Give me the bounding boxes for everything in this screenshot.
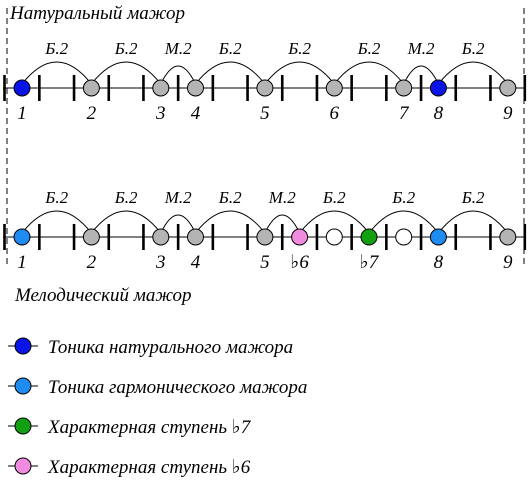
natural-degree-label: 5 — [260, 103, 270, 124]
natural-interval-arc — [403, 65, 439, 85]
natural-note-degree — [152, 79, 170, 97]
natural-interval-arc — [21, 61, 92, 85]
natural-interval-arc — [160, 65, 196, 85]
melodic-note-degree — [82, 228, 100, 246]
legend-swatch-degree-flat6 — [14, 457, 32, 475]
natural-note-tonic-natural — [429, 79, 447, 97]
natural-note-tonic-natural — [13, 79, 31, 97]
melodic-interval-arc — [160, 214, 196, 234]
melodic-interval-label: М.2 — [164, 188, 192, 207]
melodic-interval-arc — [438, 210, 509, 234]
natural-interval-arc — [438, 61, 509, 85]
legend-swatch-tonic-natural — [14, 337, 32, 355]
legend-label: Характерная ступень ♭7 — [47, 417, 252, 438]
natural-major-scale: Б.2 Б.2 М.2 Б.2 Б.2 Б.2 М.2 Б.2 1 2 3 4 5 6 7 8 9 — [3, 39, 527, 124]
natural-note-degree — [187, 79, 204, 97]
natural-note-degree — [395, 79, 413, 97]
melodic-note-empty — [325, 228, 343, 246]
natural-degree-label: 3 — [155, 103, 166, 124]
melodic-note-empty — [395, 228, 413, 246]
melodic-degree-label: 1 — [17, 252, 27, 273]
melodic-note-degree-flat7 — [360, 228, 378, 246]
melodic-degree-label: ♭7 — [360, 252, 380, 273]
melodic-interval-label: Б.2 — [114, 188, 138, 207]
melodic-major-title: Мелодический мажор — [14, 285, 192, 306]
melodic-note-tonic-harmonic — [429, 228, 447, 246]
natural-degree-label: 6 — [330, 103, 340, 124]
natural-degree-label: 8 — [434, 103, 444, 124]
legend-swatch-degree-flat7 — [14, 417, 32, 435]
melodic-interval-arc — [21, 210, 92, 234]
natural-degree-label: 1 — [17, 103, 27, 124]
melodic-interval-arc — [299, 210, 370, 234]
legend-label: Характерная ступень ♭6 — [47, 457, 251, 478]
melodic-interval-label: Б.2 — [461, 188, 485, 207]
melodic-degree-label: 2 — [87, 252, 97, 273]
natural-note-degree — [325, 79, 343, 97]
legend-swatch-tonic-harmonic — [14, 377, 32, 395]
melodic-interval-label: Б.2 — [322, 188, 346, 207]
natural-interval-label: Б.2 — [461, 39, 485, 58]
melodic-degree-label: 5 — [260, 252, 270, 273]
melodic-interval-arc — [195, 210, 266, 234]
natural-major-title: Натуральный мажор — [9, 3, 185, 24]
natural-degree-label: 9 — [503, 103, 513, 124]
natural-interval-arc — [333, 61, 405, 85]
legend-label: Тоника натурального мажора — [48, 337, 293, 358]
melodic-interval-arc — [91, 210, 162, 234]
natural-interval-label: Б.2 — [114, 39, 138, 58]
melodic-degree-label: 3 — [155, 252, 166, 273]
melodic-interval-label: Б.2 — [218, 188, 242, 207]
melodic-note-tonic-harmonic — [13, 228, 31, 246]
melodic-interval-label: Б.2 — [391, 188, 415, 207]
natural-interval-arc — [264, 61, 335, 85]
natural-interval-label: М.2 — [407, 39, 435, 58]
melodic-degree-label: 8 — [434, 252, 444, 273]
melodic-interval-label: Б.2 — [44, 188, 68, 207]
melodic-interval-arc — [264, 214, 301, 234]
natural-degree-label: 2 — [87, 103, 97, 124]
natural-degree-label: 4 — [191, 103, 201, 124]
natural-note-degree — [82, 79, 100, 97]
natural-interval-label: Б.2 — [357, 39, 381, 58]
natural-degree-label: 7 — [399, 103, 410, 124]
melodic-note-degree — [187, 228, 204, 246]
legend-label: Тоника гармонического мажора — [48, 377, 307, 398]
melodic-note-degree — [256, 228, 274, 246]
melodic-degree-label: ♭6 — [290, 252, 309, 273]
natural-interval-label: Б.2 — [44, 39, 68, 58]
natural-interval-label: М.2 — [164, 39, 192, 58]
melodic-degree-label: 9 — [503, 252, 513, 273]
natural-note-degree — [256, 79, 274, 97]
melodic-note-degree — [152, 228, 170, 246]
natural-interval-arc — [195, 61, 266, 85]
melodic-major-scale: Б.2 Б.2 М.2 Б.2 М.2 Б.2 Б.2 Б.2 1 2 3 4 5 ♭6 ♭7 8 9 — [3, 188, 527, 273]
natural-interval-label: Б.2 — [287, 39, 311, 58]
natural-interval-arc — [91, 61, 162, 85]
melodic-interval-label: М.2 — [268, 188, 296, 207]
melodic-note-degree-flat6 — [291, 228, 309, 246]
melodic-degree-label: 4 — [191, 252, 201, 273]
natural-note-degree — [499, 79, 517, 97]
natural-interval-label: Б.2 — [218, 39, 242, 58]
melodic-note-degree — [499, 228, 517, 246]
melodic-interval-arc — [368, 210, 439, 234]
